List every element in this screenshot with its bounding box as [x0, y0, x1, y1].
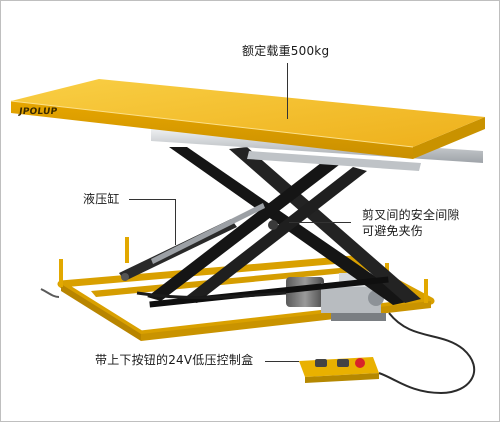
scissor-gap-label-line1: 剪叉间的安全间隙	[362, 208, 460, 222]
hydraulic-cylinder-drawing	[119, 203, 265, 281]
power-cord	[40, 288, 60, 298]
rated-load-label: 额定载重500kg	[242, 44, 330, 58]
scissor-gap-label-line2: 可避免夹伤	[362, 224, 424, 238]
brand-logo: JPOLUP	[18, 107, 58, 117]
hydraulic-cylinder-label: 液压缸	[83, 192, 120, 206]
control-cable	[378, 312, 476, 395]
hydraulic-cylinder-leader-drop	[175, 199, 176, 245]
rated-load-leader	[287, 63, 288, 119]
table-platform	[10, 79, 485, 171]
control-box-leader	[265, 361, 299, 362]
hydraulic-cylinder-leader	[129, 199, 175, 200]
control-box-label: 带上下按钮的24V低压控制盒	[95, 353, 254, 367]
scissor-gap-leader	[289, 222, 351, 223]
scissor-arms	[147, 147, 421, 308]
hydraulic-hose	[136, 291, 287, 300]
control-box-drawing	[299, 357, 379, 383]
emergency-stop-icon	[355, 358, 365, 368]
